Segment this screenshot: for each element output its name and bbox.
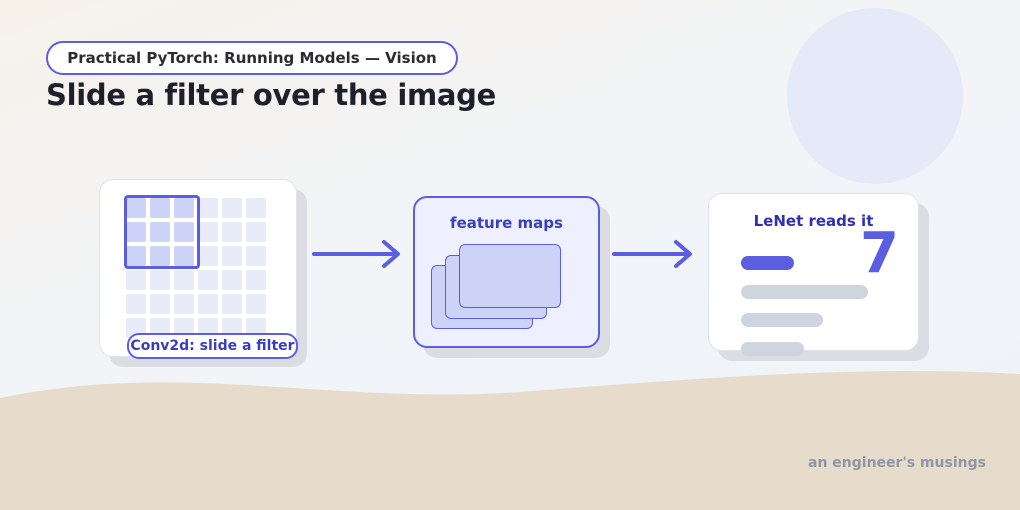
pixel-cell — [174, 270, 194, 290]
filter-cell — [150, 222, 170, 242]
arrow-right-icon — [612, 240, 692, 268]
pixel-cell — [198, 294, 218, 314]
feature-maps-label: feature maps — [450, 214, 563, 232]
output-bar-highlight — [741, 256, 794, 270]
pixel-cell — [126, 270, 146, 290]
pixel-cell — [222, 222, 242, 242]
pixel-cell — [246, 246, 266, 266]
filter-cell — [150, 246, 170, 266]
pixel-cell — [246, 294, 266, 314]
pixel-cell — [222, 270, 242, 290]
pixel-cell — [198, 270, 218, 290]
output-bar — [741, 285, 868, 299]
pixel-cell — [150, 294, 170, 314]
filter-cell — [126, 222, 146, 242]
filter-cell — [174, 222, 194, 242]
pixel-cell — [150, 270, 170, 290]
filter-cell — [174, 246, 194, 266]
predicted-digit: 7 — [860, 221, 899, 286]
footer-credit: an engineer's musings — [808, 455, 986, 471]
pixel-cell — [198, 222, 218, 242]
filter-cell — [126, 198, 146, 218]
pixel-cell — [246, 198, 266, 218]
page-title: Slide a filter over the image — [46, 78, 497, 112]
pixel-cell — [198, 198, 218, 218]
feature-map-front — [459, 244, 561, 308]
pixel-cell — [174, 294, 194, 314]
arrow-right-icon — [312, 240, 400, 268]
output-bar — [741, 313, 823, 327]
conv2d-label: Conv2d: slide a filter — [127, 333, 298, 359]
pixel-cell — [222, 198, 242, 218]
pixel-cell — [246, 270, 266, 290]
filter-cell — [174, 198, 194, 218]
pixel-cell — [222, 246, 242, 266]
conv-filter-window — [124, 195, 200, 269]
series-badge: Practical PyTorch: Running Models — Visi… — [46, 41, 458, 75]
pixel-cell — [198, 246, 218, 266]
lenet-label: LeNet reads it — [753, 212, 874, 230]
output-bar — [741, 342, 804, 356]
decorative-circle — [787, 8, 963, 184]
pixel-cell — [222, 294, 242, 314]
filter-cell — [150, 198, 170, 218]
pixel-cell — [246, 222, 266, 242]
pixel-cell — [126, 294, 146, 314]
filter-cell — [126, 246, 146, 266]
